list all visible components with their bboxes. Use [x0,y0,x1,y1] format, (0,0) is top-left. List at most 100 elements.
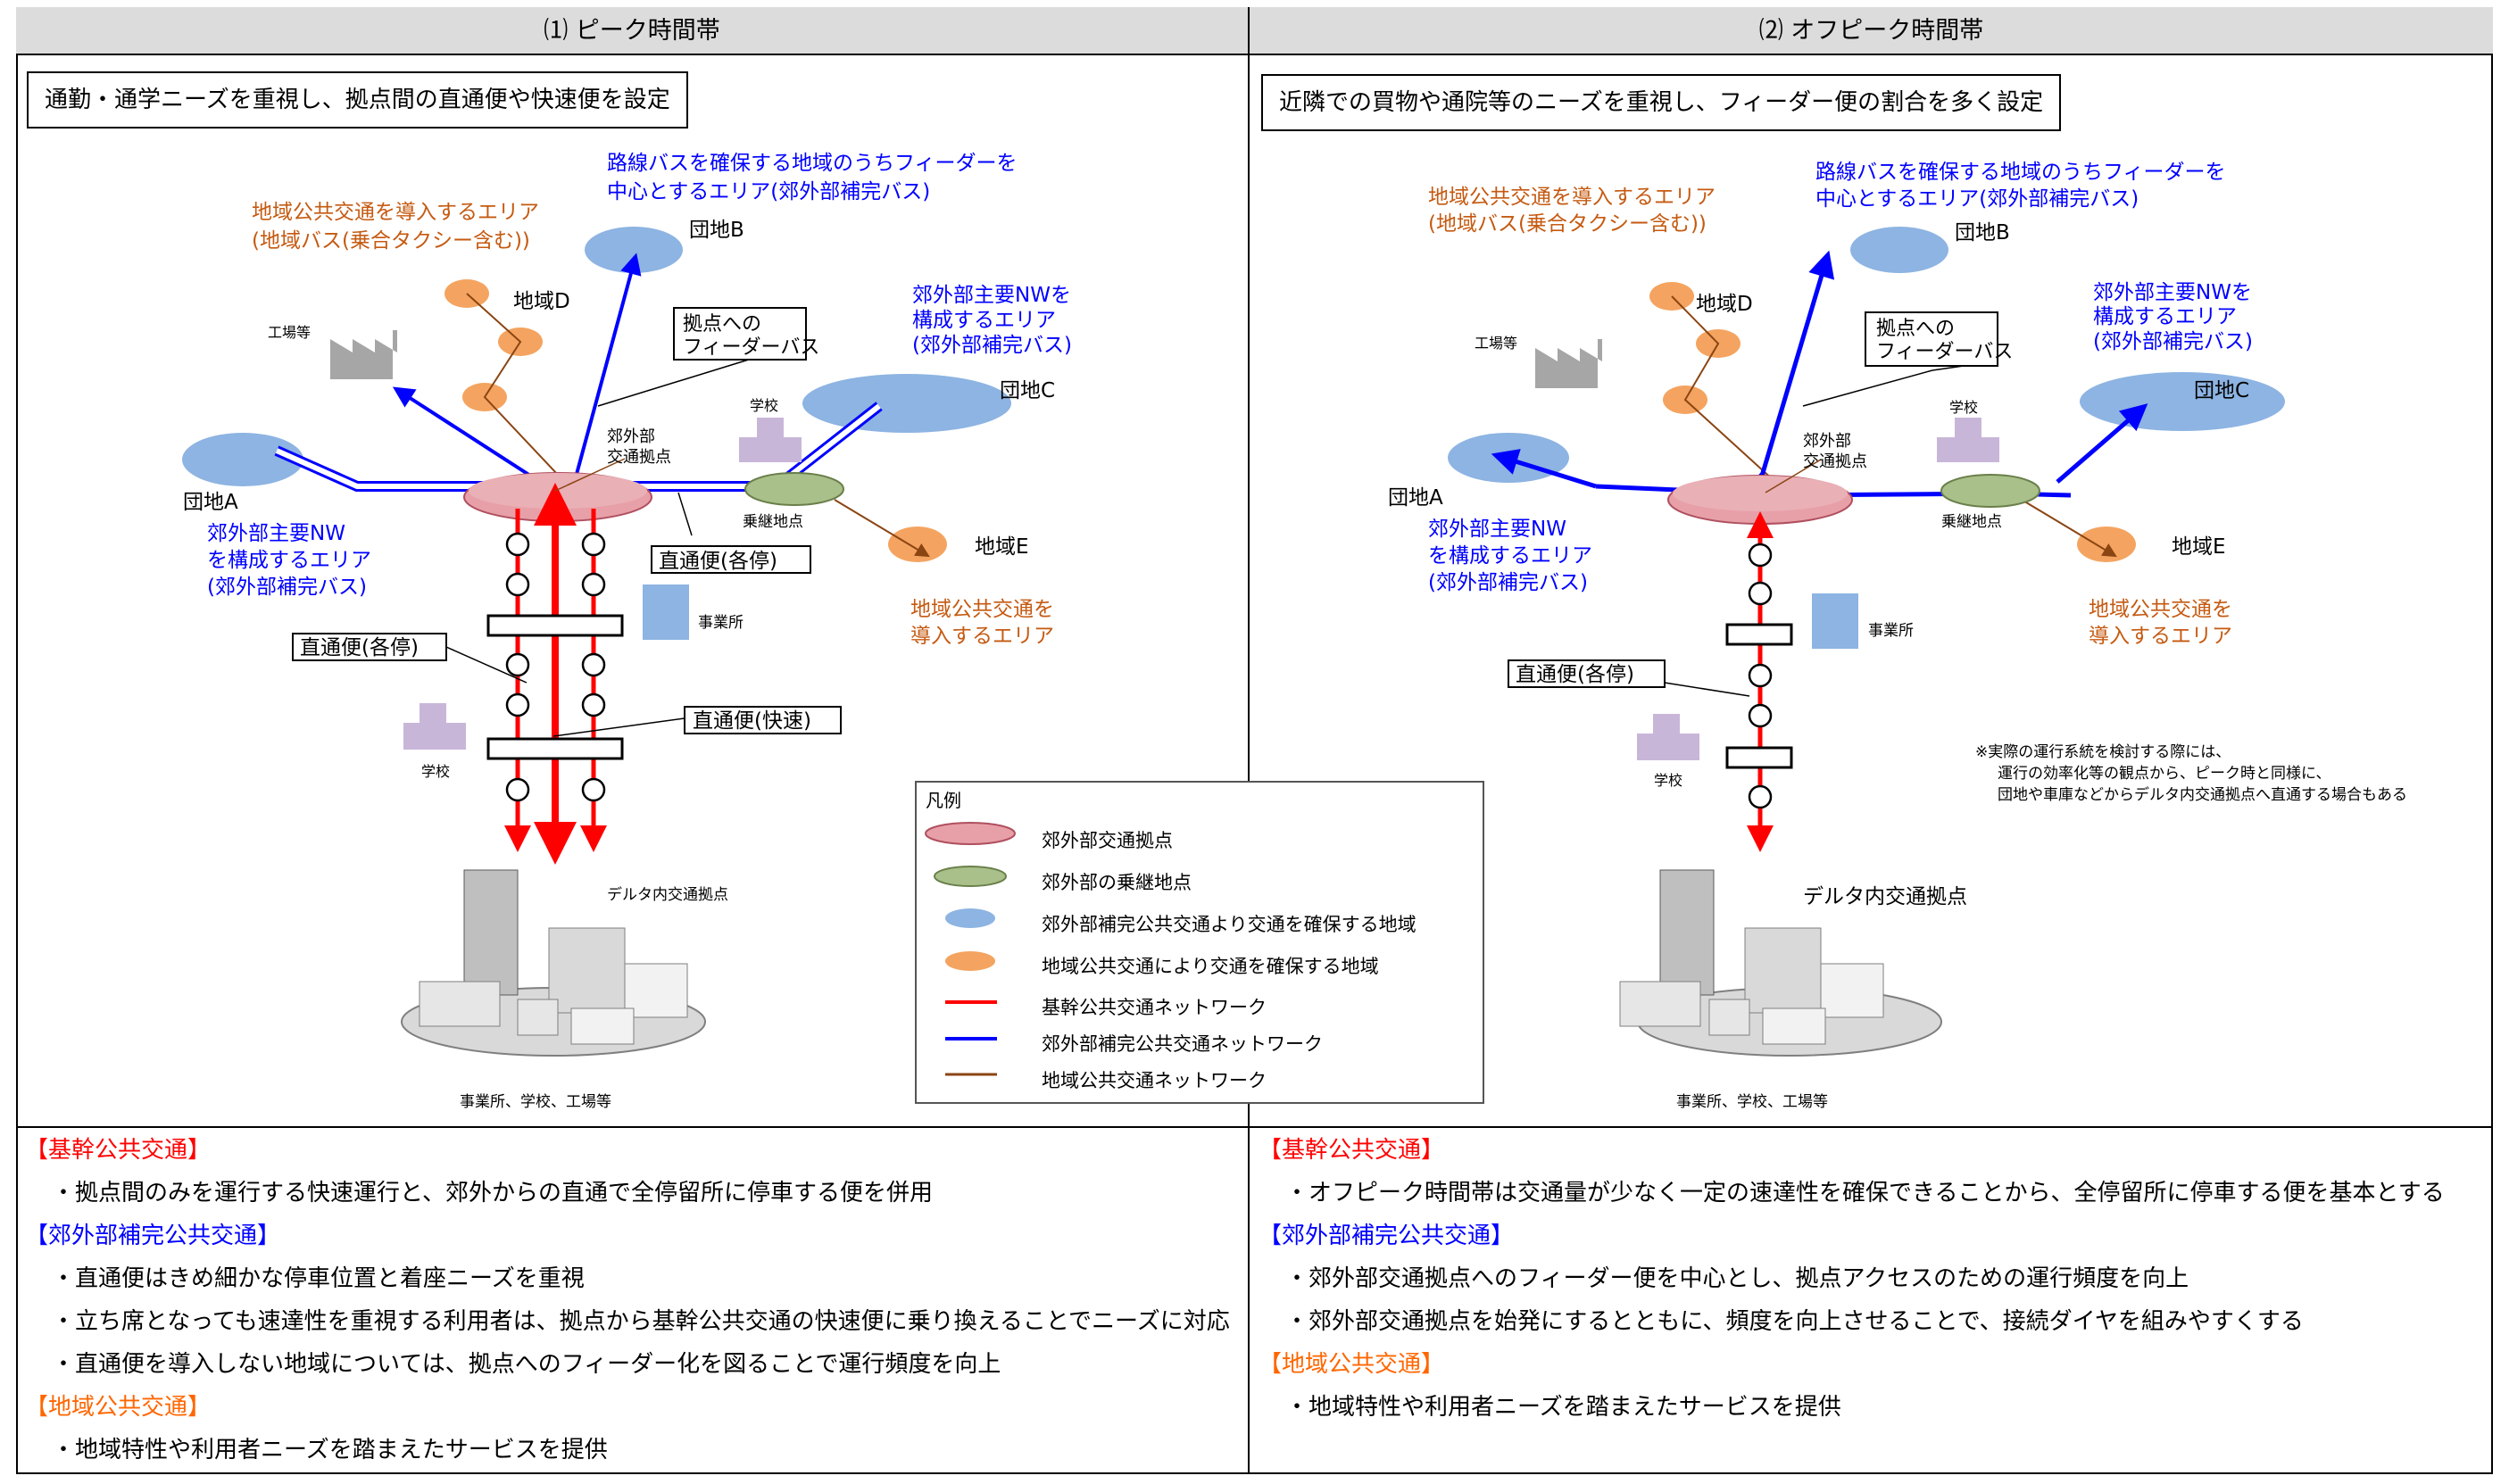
route-bus-area-label: 路線バスを確保する地域のうちフィーダーを [607,152,1018,175]
bl-sec3: 【地域公共交通】 [25,1394,212,1421]
main-nw-a-label: 郊外部主要NW [207,522,345,545]
r-chiiki-e-label: 地域E [2172,535,2226,559]
r-chiiki-d-label: 地域D [1696,293,1753,316]
office-icon [643,584,689,640]
svg-text:団地や車庫などからデルタ内交通拠点へ直通する場合もある: 団地や車庫などからデルタ内交通拠点へ直通する場合もある [1998,785,2407,804]
legend: 凡例 郊外部交通拠点 郊外部の乗継地点 郊外部補完公共交通より交通を確保する地域… [915,781,1484,1104]
r-office-label: 事業所 [1868,622,1914,640]
bl-sec1-item1: ・拠点間のみを運行する快速運行と、郊外からの直通で全停留所に停車する便を併用 [52,1180,933,1206]
r-feeder-a2 [1491,449,1597,489]
school2-icon-top [420,703,446,723]
station-bar-2 [486,737,624,760]
r-note-1: ※実際の運行系統を検討する際には、 [1975,743,2231,761]
svg-text:交通拠点: 交通拠点 [607,448,671,467]
transfer-ellipse-icon [934,866,1007,887]
r-school-label: 学校 [1949,399,1978,416]
svg-text:運行の効率化等の観点から、ピーク時と同様に、: 運行の効率化等の観点から、ピーク時と同様に、 [1998,765,2331,783]
legend-item-5: 基幹公共交通ネットワーク [1042,997,1267,1018]
r-school2-icon-top [1653,714,1680,734]
school-label: 学校 [750,397,778,414]
feeder-to-b [574,253,642,478]
left-summary-box: 通勤・通学ニーズを重視し、拠点間の直通便や快速便を設定 [27,71,688,129]
office-label: 事業所 [698,614,744,632]
r-factory-label: 工場等 [1475,335,1517,352]
chiiki-e-label: 地域E [975,535,1029,559]
r-local-area-e-label: 地域公共交通を [2089,598,2232,621]
r-feeder-bus-label: 拠点への [1876,318,1955,340]
r-express-local-label: 直通便(各停) [1516,663,1634,686]
right-summary-box: 近隣での買物や通院等のニーズを重視し、フィーダー便の割合を多く設定 [1261,74,2062,131]
r-office-icon [1812,593,1858,649]
danchi-c-area [802,374,1011,433]
r-route-bus-area-label: 路線バスを確保する地域のうちフィーダーを [1815,161,2226,184]
br-sec2-item2: ・郊外部交通拠点を始発にするとともに、頻度を向上させることで、接続ダイヤを組みや… [1285,1308,2304,1335]
r-local-line-d [1671,295,1786,492]
legend-item-4: 地域公共交通により交通を確保する地域 [1042,956,1379,977]
express-rapid-label: 直通便(快速) [693,709,811,733]
r-school2-label: 学校 [1654,772,1682,789]
bl-sec2-item2: ・立ち席となっても速達性を重視する利用者は、拠点から基幹公共交通の快速便に乗り換… [52,1308,1230,1335]
chiiki-e-area [888,526,947,562]
r-stops [1748,543,1773,809]
svg-text:交通拠点: 交通拠点 [1803,452,1867,471]
r-main-nw-a-label: 郊外部主要NW [1428,518,1566,541]
legend-title: 凡例 [926,790,961,811]
svg-text:を構成するエリア: を構成するエリア [207,549,371,572]
svg-text:中心とするエリア(郊外部補完バス): 中心とするエリア(郊外部補完バス) [1815,187,2139,211]
r-danchi-a-label: 団地A [1388,486,1443,510]
r-feeder-b [1743,250,1835,499]
r-main-nw-c-label: 郊外部主要NWを [2093,281,2252,304]
feeder-bus-label-1: 拠点への [683,313,761,336]
orange-area-icon [945,951,995,971]
r-factory-icon [1535,339,1602,388]
double-line-a-inner [275,448,522,489]
school2-label: 学校 [421,763,450,780]
panel-divider [1248,7,1250,1474]
br-sec1-item1: ・オフピーク時間帯は交通量が少なく一定の速達性を確保できることから、全停留所に停… [1285,1180,2445,1206]
bl-sec2: 【郊外部補完公共交通】 [25,1223,281,1249]
svg-text:を構成するエリア: を構成するエリア [1428,544,1592,568]
bottom-left-text: 【基幹公共交通】 ・拠点間のみを運行する快速運行と、郊外からの直通で全停留所に停… [25,1129,1239,1472]
factory-label: 工場等 [268,324,311,341]
svg-text:(郊外部補完バス): (郊外部補完バス) [1428,571,1588,594]
city-label: 事業所、学校、工場等 [460,1093,611,1111]
r-delta-label: デルタ内交通拠点 [1803,885,1967,908]
br-sec2-item1: ・郊外部交通拠点へのフィーダー便を中心とし、拠点アクセスのための運行頻度を向上 [1285,1265,2189,1292]
transfer-label: 乗継地点 [743,513,803,531]
bl-sec3-item1: ・地域特性や利用者ニーズを踏まえたサービスを提供 [52,1437,608,1463]
danchi-b-area [585,227,683,273]
city-tower [463,869,519,996]
svg-text:(郊外部補完バス): (郊外部補完バス) [207,576,367,599]
r-school-icon-top [1955,418,1981,439]
r-danchi-c-label: 団地C [2194,379,2249,402]
hub-label-1: 郊外部 [607,427,655,446]
br-sec2: 【郊外部補完公共交通】 [1259,1223,1515,1249]
legend-item-6: 郊外部補完公共交通ネットワーク [1042,1033,1323,1055]
main-nw-c-label: 郊外部主要NWを [912,284,1071,307]
express-local-label-2: 直通便(各停) [300,636,419,659]
danchi-b-label: 団地B [689,219,744,242]
bl-sec2-item1: ・直通便はきめ細かな停車位置と着座ニーズを重視 [52,1265,585,1292]
br-sec1: 【基幹公共交通】 [1259,1137,1445,1164]
svg-text:導入するエリア: 導入するエリア [2089,625,2232,648]
danchi-c-label: 団地C [1000,379,1055,402]
local-area-label: 地域公共交通を導入するエリア [252,201,539,224]
r-chiiki-e-area [2077,526,2136,562]
r-feeder-c3 [2056,403,2148,484]
legend-item-1: 郊外部交通拠点 [1042,830,1173,851]
left-stops [505,532,606,802]
blue-area-icon [945,908,995,928]
bottom-right-text: 【基幹公共交通】 ・オフピーク時間帯は交通量が少なく一定の速達性を確保できること… [1259,1129,2486,1429]
r-station-bar-1 [1725,623,1793,646]
svg-text:(地域バス(乗合タクシー含む)): (地域バス(乗合タクシー含む)) [252,229,530,253]
left-panel-header: ⑴ ピーク時間帯 [16,7,1248,55]
legend-item-7: 地域公共交通ネットワーク [1042,1070,1267,1091]
svg-text:中心とするエリア(郊外部補完バス): 中心とするエリア(郊外部補完バス) [607,180,930,203]
school-icon-top [757,418,784,439]
r-danchi-b-area [1850,227,1948,273]
chiiki-d-label: 地域D [513,290,570,313]
feeder-to-d [392,386,555,497]
r-transfer-point [1940,474,2040,508]
express-local-label-1: 直通便(各停) [659,550,777,573]
svg-text:導入するエリア: 導入するエリア [910,625,1054,648]
